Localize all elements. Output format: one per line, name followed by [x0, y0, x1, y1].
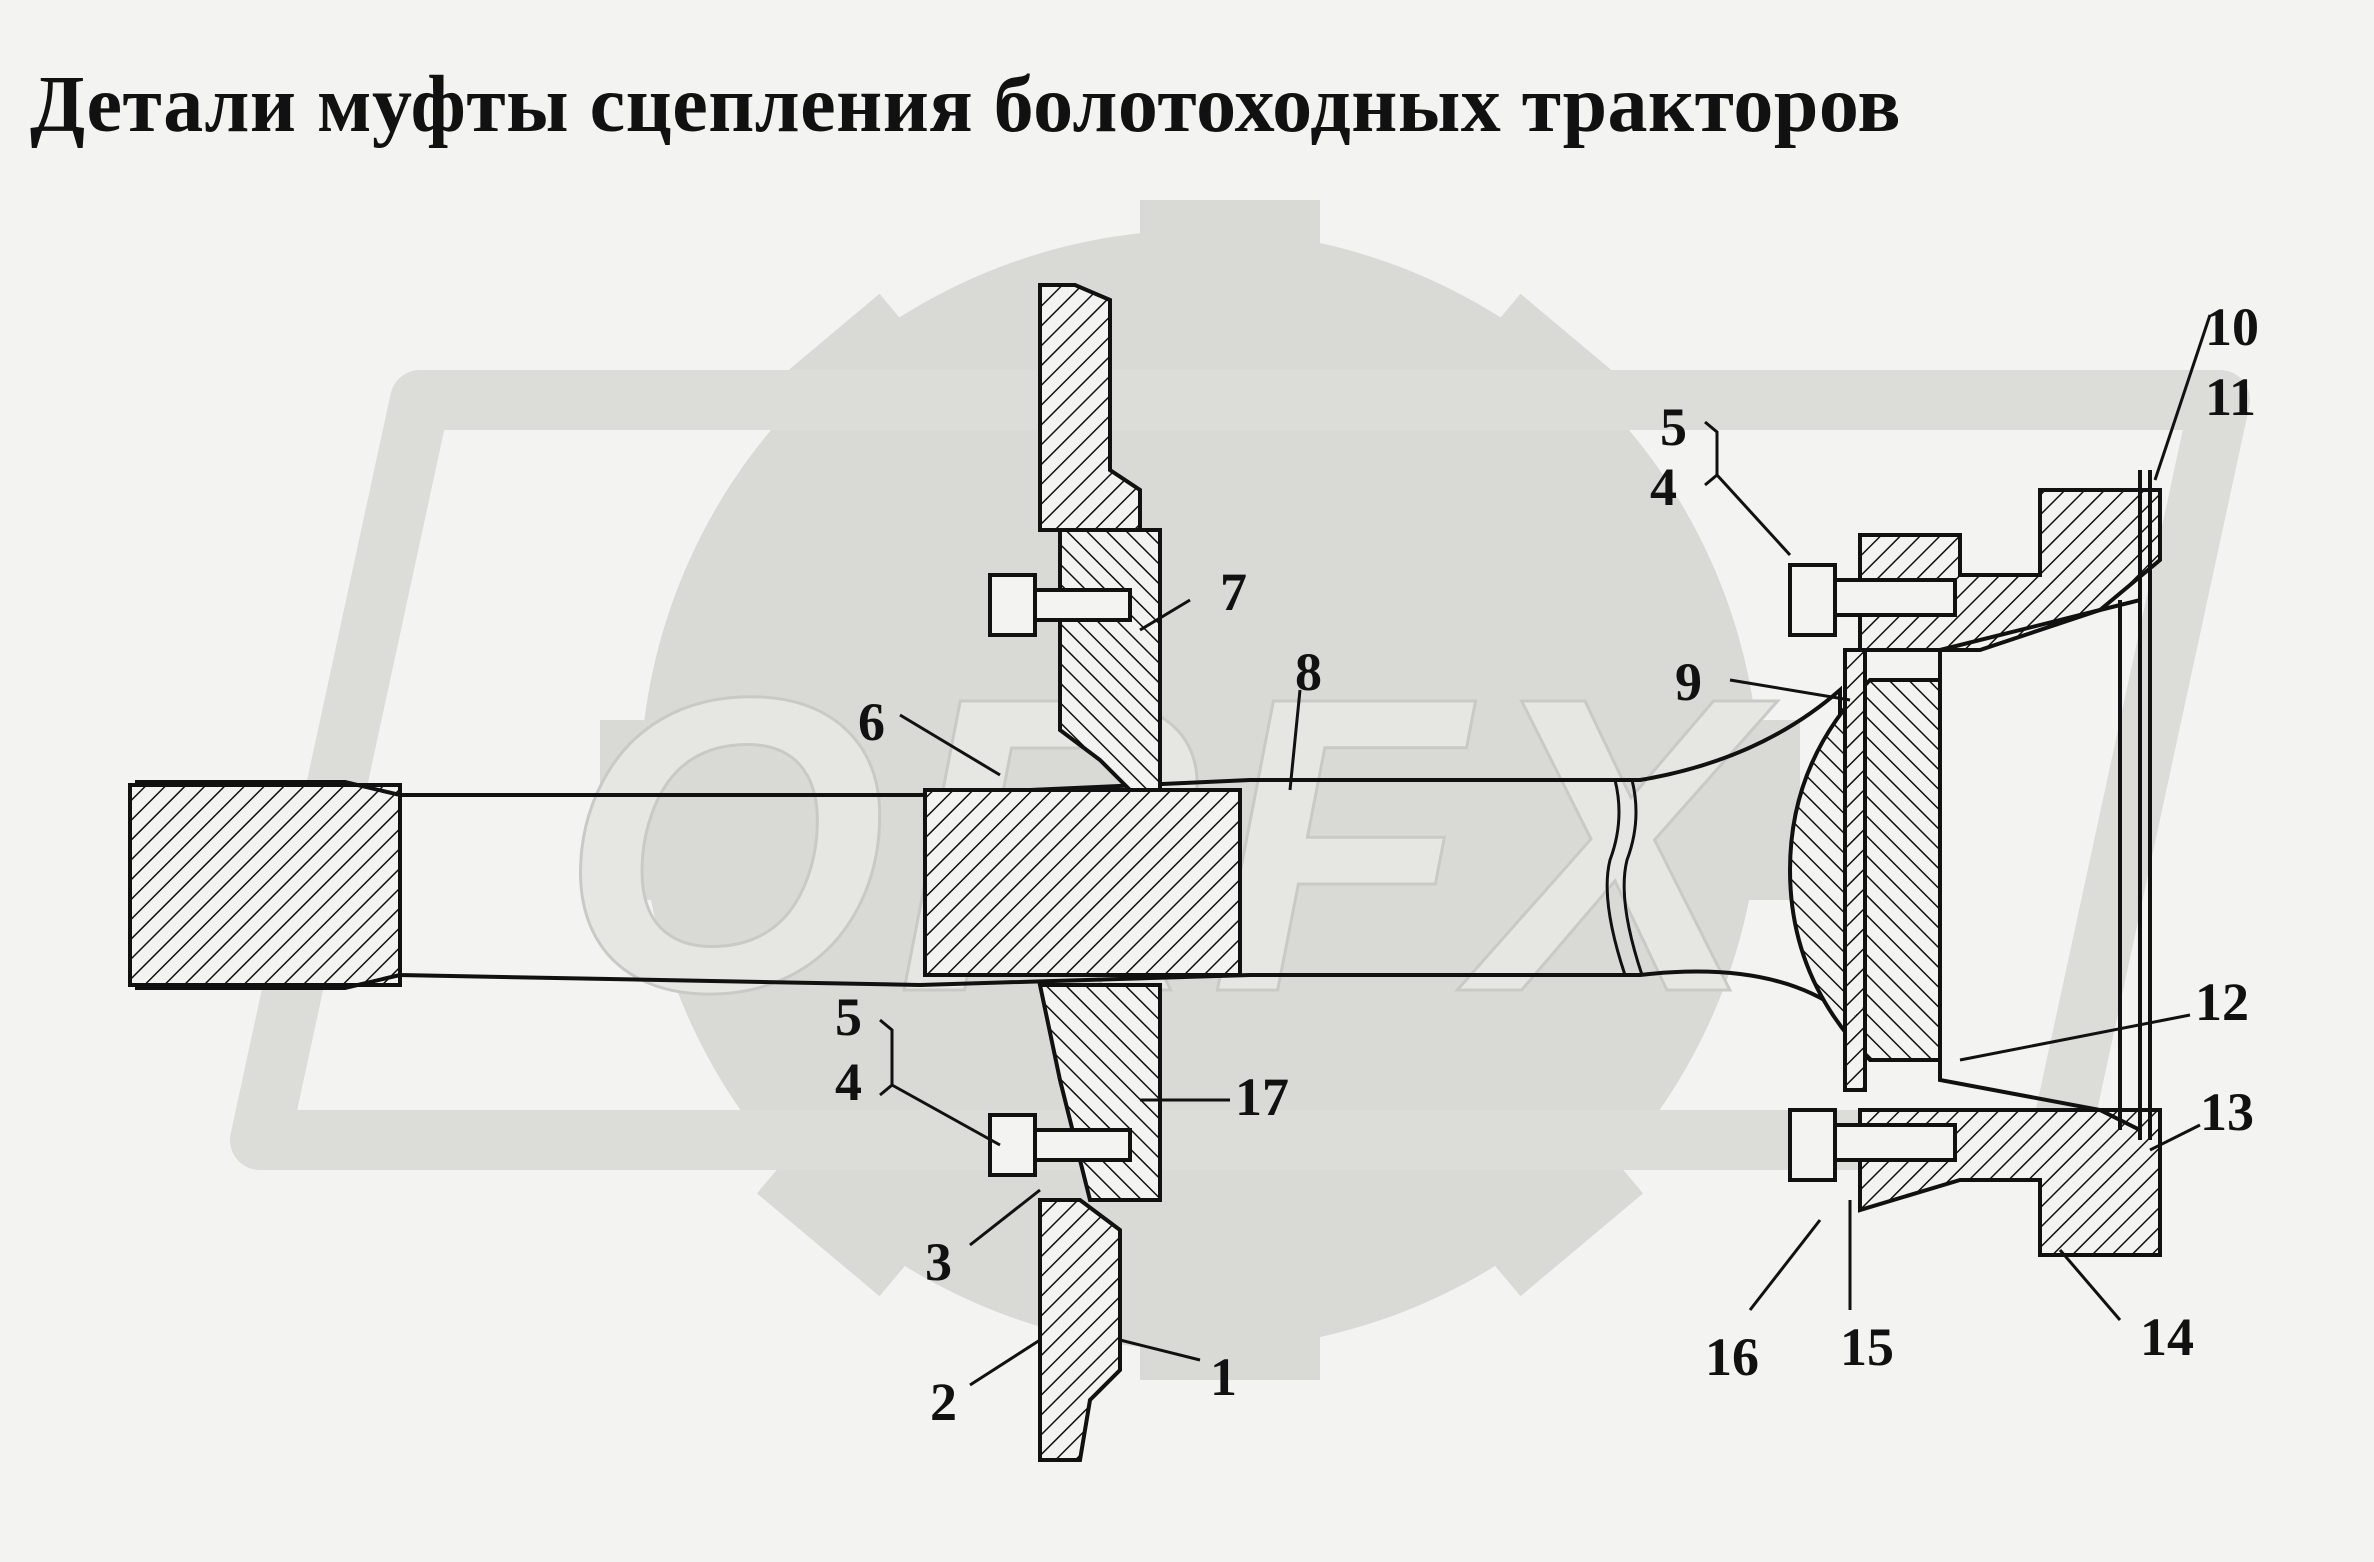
callout-12: 12 — [2195, 972, 2249, 1032]
coupling-flange-assembly — [1787, 470, 2162, 1257]
bolt-lower-right — [1788, 1108, 1837, 1182]
callout-4-lower-left: 4 — [835, 1052, 862, 1112]
callout-1: 1 — [1210, 1347, 1237, 1407]
page-title: Детали муфты сцепления болотоходных трак… — [30, 61, 1902, 149]
callout-5-lower-left: 5 — [835, 987, 862, 1047]
bolt-upper-right — [1788, 563, 1837, 637]
shaft-spline-end — [128, 783, 402, 987]
callout-17: 17 — [1235, 1067, 1289, 1127]
callout-5-upper-right: 5 — [1660, 397, 1687, 457]
callout-8: 8 — [1295, 642, 1322, 702]
shaft — [128, 685, 1842, 1014]
callout-3: 3 — [925, 1232, 952, 1292]
flange-ring-top — [1858, 488, 2162, 652]
bolt-lower-left — [988, 1113, 1037, 1177]
callout-7: 7 — [1220, 562, 1247, 622]
bolt-upper-left — [988, 573, 1037, 637]
friction-lining-bottom — [1038, 1198, 1122, 1462]
shaft-hub-section — [923, 788, 1242, 977]
friction-lining-top — [1038, 283, 1142, 532]
callout-16: 16 — [1705, 1327, 1759, 1387]
callout-2: 2 — [930, 1372, 957, 1432]
callout-4-upper-right: 4 — [1650, 457, 1677, 517]
callout-13: 13 — [2200, 1082, 2254, 1142]
callout-labels: 1 2 3 4 5 6 7 8 9 4 5 10 11 12 13 14 15 … — [835, 297, 2259, 1432]
callout-9: 9 — [1675, 652, 1702, 712]
callout-14: 14 — [2140, 1307, 2194, 1367]
callout-10: 10 — [2205, 297, 2259, 357]
callout-11: 11 — [2205, 367, 2256, 427]
leader-lines — [879, 314, 2212, 1387]
callout-15: 15 — [1840, 1317, 1894, 1377]
callout-6: 6 — [858, 692, 885, 752]
clutch-disc-assembly — [988, 283, 1162, 1462]
